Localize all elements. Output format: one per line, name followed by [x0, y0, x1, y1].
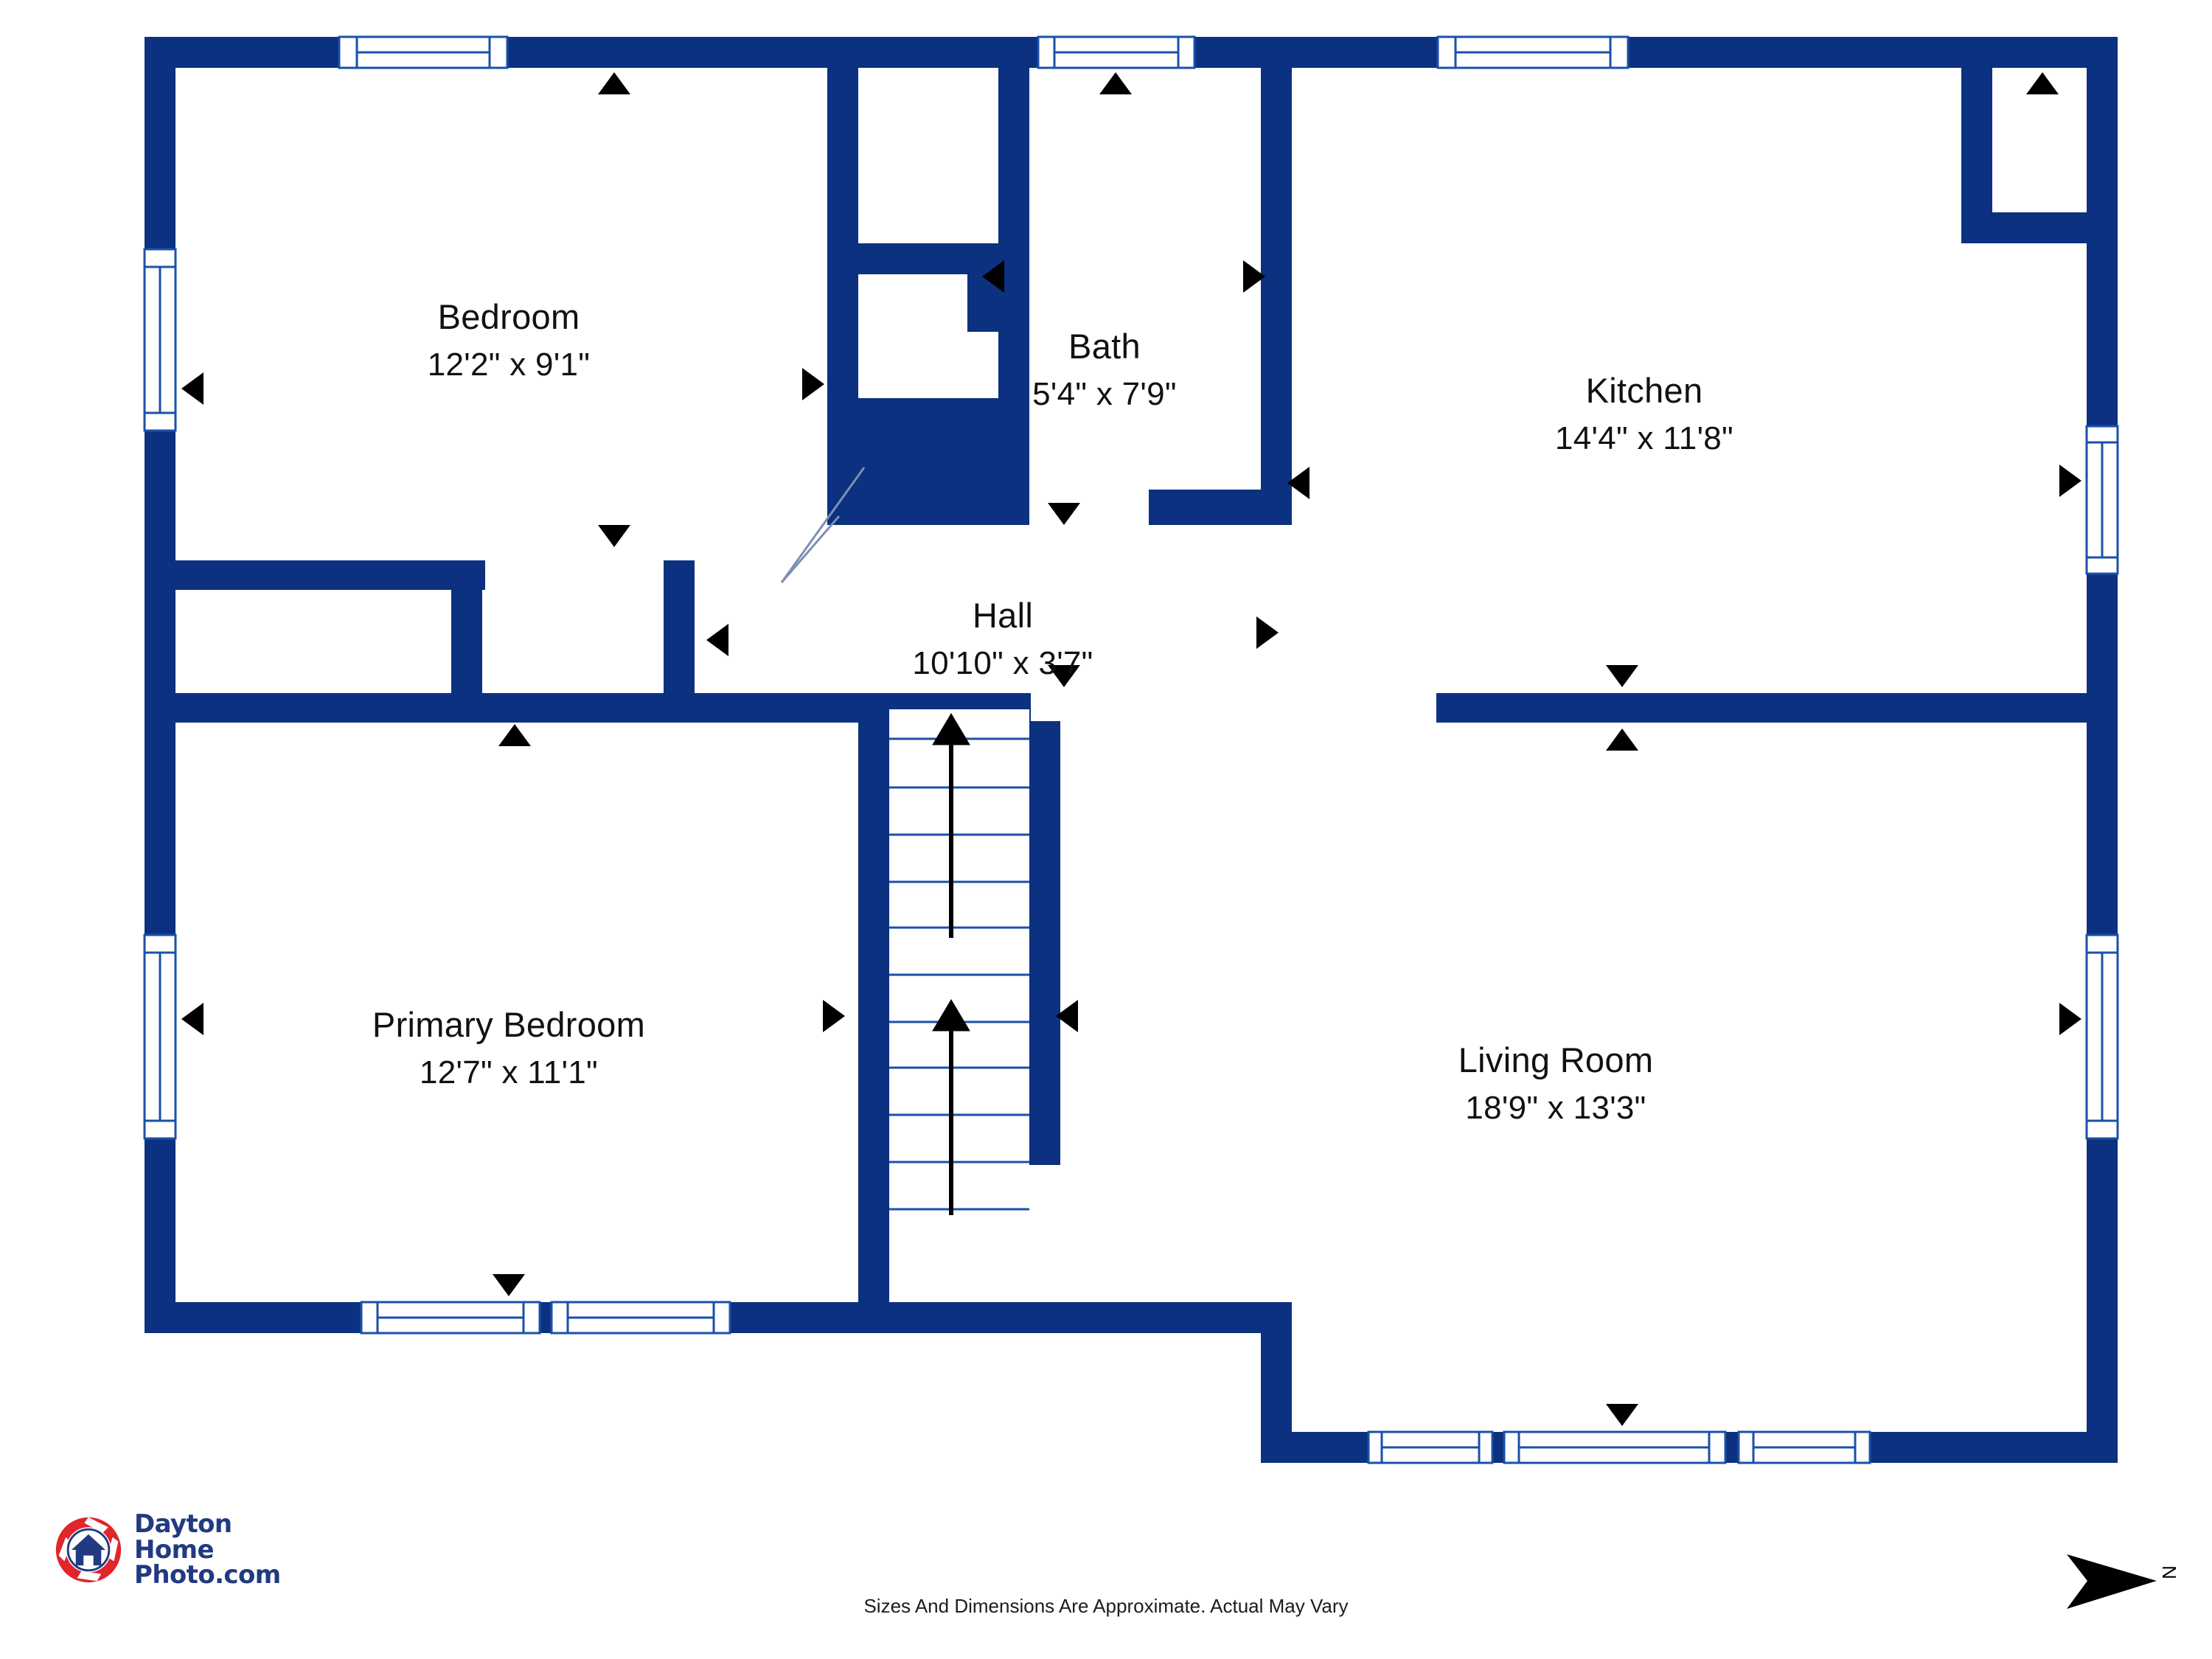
camera-house-logo-icon	[55, 1517, 122, 1583]
marker-right	[823, 1000, 845, 1032]
door-swing-line-core-1	[780, 515, 841, 583]
marker-up	[1099, 72, 1132, 94]
marker-left	[706, 624, 728, 656]
marker-up	[498, 724, 531, 746]
wall-bumpout-right	[2087, 1302, 2118, 1463]
north-label: N	[2157, 1565, 2180, 1579]
wall-diagonal-core	[827, 456, 1003, 525]
marker-left	[181, 1003, 204, 1035]
stair-body	[889, 709, 1029, 1218]
wall-recess-right-bottom	[1961, 212, 2118, 243]
marker-down	[493, 1274, 525, 1296]
marker-down	[1048, 665, 1080, 687]
window-primary-left	[143, 933, 177, 1140]
window-group	[143, 35, 2119, 1464]
stair-treads	[889, 737, 1029, 1211]
window-primary-bottom-left	[360, 1301, 541, 1335]
marker-right	[1243, 260, 1265, 293]
marker-left	[982, 260, 1004, 293]
marker-right	[2059, 465, 2081, 497]
wall-core-left-upper	[827, 37, 858, 260]
window-bath-top	[1037, 35, 1196, 69]
marker-down	[1606, 1404, 1638, 1426]
wall-closet-vertical-right	[664, 560, 695, 708]
wall-exterior-bottom-mid	[1031, 1302, 1261, 1333]
opening-marker-group	[181, 72, 2081, 1426]
wall-closet-top	[175, 560, 485, 590]
window-bedroom-top	[338, 35, 509, 69]
window-living-bottom-2	[1503, 1430, 1727, 1464]
marker-up	[2026, 72, 2059, 94]
north-arrow-icon	[2067, 1554, 2157, 1609]
wall-bath-bottom	[1149, 490, 1262, 525]
brand-line-2: Home	[134, 1534, 215, 1565]
marker-right	[1256, 616, 1279, 649]
marker-right	[2059, 1003, 2081, 1035]
marker-right	[802, 368, 824, 400]
wall-interior-mid-right	[1436, 693, 2118, 723]
window-living-bottom-3	[1737, 1430, 1871, 1464]
marker-down	[1048, 503, 1080, 525]
marker-down	[598, 525, 630, 547]
window-living-bottom-1	[1367, 1430, 1494, 1464]
wall-stair-right	[1029, 721, 1060, 1165]
window-primary-bottom-right	[550, 1301, 731, 1335]
window-kitchen-right	[2085, 425, 2119, 575]
staircase	[889, 709, 1029, 1218]
diagonal-wall-group	[780, 456, 1003, 583]
window-kitchen-top	[1436, 35, 1630, 69]
window-bedroom-left	[143, 248, 177, 432]
door-swing-line-core-2	[780, 467, 866, 583]
marker-left	[181, 372, 204, 405]
wall-recess-right-vertical	[1961, 37, 1992, 237]
wall-recess-right-top	[1992, 37, 2118, 68]
brand-logo: Dayton Home Photo.com	[53, 1512, 281, 1588]
disclaimer-text: Sizes And Dimensions Are Approximate. Ac…	[863, 1595, 1349, 1617]
marker-left	[1287, 467, 1310, 499]
wall-closet-vertical-left	[451, 560, 482, 708]
marker-up	[598, 72, 630, 94]
wall-stair-left	[858, 708, 889, 1333]
marker-down	[1606, 665, 1638, 687]
marker-up	[1606, 728, 1638, 751]
brand-name: Dayton Home Photo.com	[134, 1512, 281, 1588]
brand-line-3: Photo.com	[134, 1560, 281, 1590]
stair-direction-arrows	[932, 713, 970, 1215]
brand-line-1: Dayton	[134, 1509, 232, 1539]
wall-bath-right	[1261, 68, 1292, 525]
wall-bath-left	[998, 68, 1029, 525]
marker-left	[1056, 1000, 1078, 1032]
wall-closet-bottom-stub	[175, 693, 279, 723]
wall-closet-right	[967, 243, 998, 332]
window-living-right	[2085, 933, 2119, 1140]
